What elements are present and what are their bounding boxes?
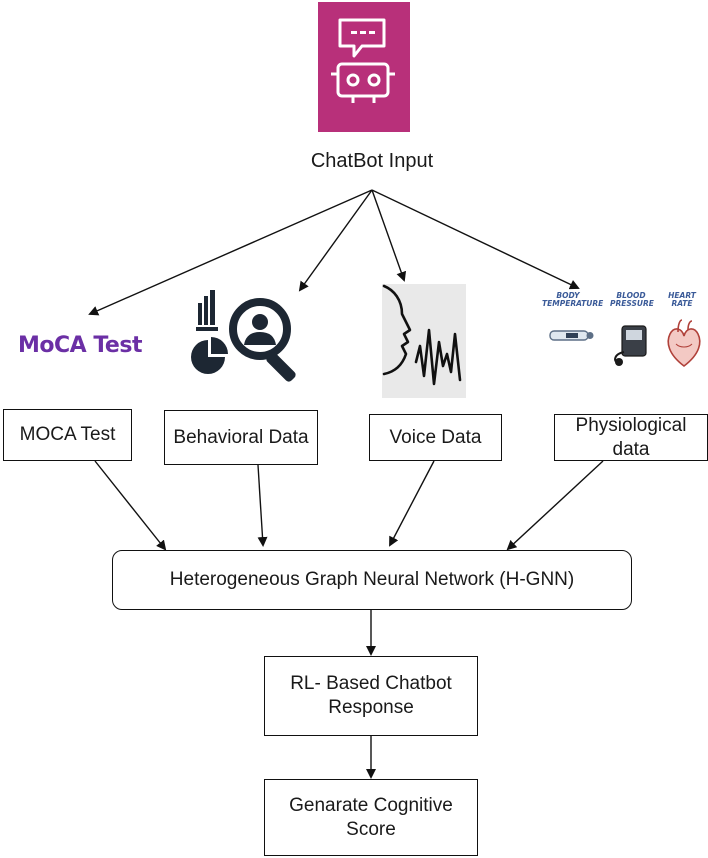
- voice-data-box: Voice Data: [369, 414, 502, 461]
- voice-profile-waveform-icon: [382, 284, 466, 398]
- hgnn-box: Heterogeneous Graph Neural Network (H-GN…: [112, 550, 632, 610]
- moca-test-box: MOCA Test: [3, 409, 132, 461]
- arrow-chatbot-to-physio: [371, 189, 580, 290]
- arrow-behavioral-to-hgnn: [257, 464, 268, 547]
- rl-response-line-2: Response: [328, 697, 414, 718]
- heart-icon: [664, 318, 704, 370]
- thermometer-icon: [546, 326, 596, 346]
- rl-response-box: RL- Based Chatbot Response: [264, 656, 478, 736]
- body-temperature-label: BODY TEMPERATURE: [542, 291, 604, 308]
- arrow-chatbot-to-moca: [88, 189, 373, 316]
- rl-response-line-1: RL- Based Chatbot: [290, 673, 452, 695]
- arrow-moca-to-hgnn: [94, 460, 167, 551]
- moca-logo: MoCA Test: [18, 333, 142, 358]
- arrow-voice-to-hgnn: [389, 460, 435, 547]
- robot-chat-icon: [318, 2, 410, 132]
- cognitive-score-box: Genarate Cognitive Score: [264, 779, 478, 856]
- physiological-data-box: Physiological data: [554, 414, 708, 461]
- arrow-chatbot-to-voice: [371, 189, 407, 282]
- blood-pressure-label: BLOOD PRESSURE: [610, 291, 654, 308]
- analytics-person-search-icon: [190, 287, 302, 395]
- behavioral-data-box: Behavioral Data: [164, 410, 318, 465]
- heart-rate-label: HEART RATE: [668, 291, 696, 308]
- chatbot-input-label: ChatBot Input: [310, 150, 434, 172]
- arrow-chatbot-to-behavioral: [298, 189, 373, 292]
- blood-pressure-monitor-icon: [610, 322, 652, 366]
- arrow-physio-to-hgnn: [506, 460, 604, 551]
